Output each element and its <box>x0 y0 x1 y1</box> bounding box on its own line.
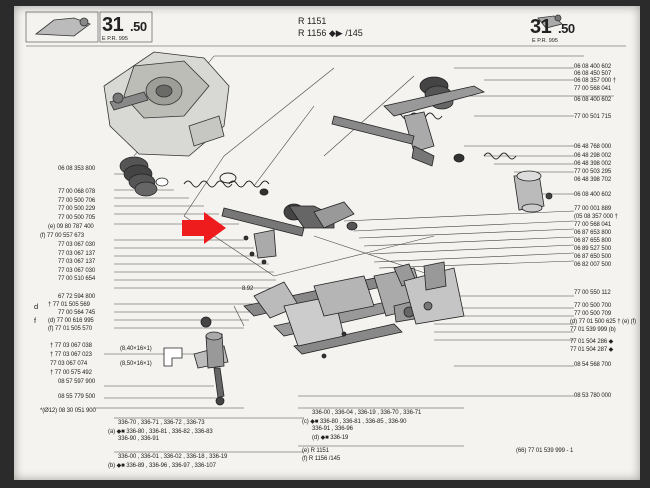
right-part-number: 77 00 568 041 <box>574 86 612 92</box>
right-part-number: (d) 77 01 500 625 † (e) (f) <box>570 319 637 325</box>
right-part-number: 77 01 539 999 (b) <box>570 327 616 333</box>
applicability-row: 336-00 , 336-01 , 336-02 , 336-18 , 336-… <box>118 454 228 460</box>
left-part-number: 77 03 067 030 <box>58 268 96 274</box>
left-part-number: (d) 77 00 616 995 <box>48 318 94 324</box>
applicability-row: (a) ◆■ 336-80 , 336-81 , 336-82 , 336-83 <box>108 429 213 435</box>
edition-left: E P.R. 995 <box>102 36 128 42</box>
right-part-number: 06 08 450 507 <box>574 71 612 77</box>
applicability-row: 336-91 , 336-96 <box>312 426 353 432</box>
applicability-row: (f) R 1156 /145 <box>302 456 341 462</box>
applicability-row: 336-00 , 336-04 , 336-19 , 336-70 , 336-… <box>312 410 422 416</box>
left-side-marker: f <box>34 316 37 325</box>
left-part-number: 77 00 510 654 <box>58 276 96 282</box>
left-part-number: 67 72 594 800 <box>58 294 96 300</box>
right-part-number: 06 48 398 702 <box>574 177 612 183</box>
model-line-2: R 1156 ◆▶ /145 <box>298 28 363 38</box>
right-part-number: 06 08 400 602 <box>574 64 612 70</box>
right-part-number: 77 00 550 112 <box>574 290 611 296</box>
edition-right: E P.R. 995 <box>532 38 558 44</box>
right-part-number: 06 82 007 500 <box>574 262 612 268</box>
right-part-number: 06 08 357 000 † <box>574 78 616 84</box>
right-part-number: 77 00 568 041 <box>574 222 612 228</box>
left-part-number: 77 03 067 137 <box>58 251 96 257</box>
right-part-number: 06 48 768 000 <box>574 144 612 150</box>
left-part-number: 06 08 353 800 <box>58 166 96 172</box>
dimension-note: (8,50×16×1) <box>120 361 152 367</box>
left-part-number: (f) 77 01 505 570 <box>48 326 93 332</box>
right-part-number: 06 08 400 602 <box>574 97 612 103</box>
model-line-1: R 1151 <box>298 16 327 26</box>
right-part-number: 08 53 780 000 <box>574 393 612 399</box>
page-number-right-dec: .50 <box>558 21 575 36</box>
left-part-number: *(Ø12) 08 30 051 900 <box>40 408 96 414</box>
right-part-number: 06 48 298 002 <box>574 153 612 159</box>
left-part-number: † 77 03 067 023 <box>50 352 92 358</box>
right-part-number: 77 00 500 700 <box>574 303 612 309</box>
right-part-number: (05 08 357 000 † <box>574 214 618 220</box>
right-part-number: 77 00 501 715 <box>574 114 612 120</box>
left-part-number: (f) 77 00 557 673 <box>40 233 85 239</box>
right-part-number: 77 00 001 889 <box>574 206 612 212</box>
applicability-row: (c) ◆■ 336-80 , 336-81 , 336-85 , 336-90 <box>302 419 407 425</box>
left-part-number: 77 03 067 137 <box>58 259 96 265</box>
catalog-page: 31 .50 E P.R. 995 R 1151 R 1156 ◆▶ /145 … <box>14 6 640 480</box>
left-part-number: 08 57 597 900 <box>58 379 96 385</box>
right-part-number: 06 87 650 500 <box>574 254 612 260</box>
right-part-number: 06 87 653 800 <box>574 230 612 236</box>
right-part-number: 77 01 504 286 ◆ <box>570 339 614 345</box>
right-part-number: 06 08 400 602 <box>574 192 612 198</box>
left-part-number: 77 00 564 745 <box>58 310 96 316</box>
left-part-number: 77 00 500 706 <box>58 198 96 204</box>
page-number-right: 31 <box>530 16 552 38</box>
footer-reference: (66) 77 01 539 999 - 1 <box>516 448 574 454</box>
right-part-number: 77 00 500 709 <box>574 311 612 317</box>
red-pointer-arrow <box>182 212 226 244</box>
dimension-note: 8.92 <box>242 286 254 292</box>
left-part-number: 77 03 067 074 <box>50 361 88 367</box>
left-part-number: † 77 00 575 492 <box>50 370 92 376</box>
left-part-number: 77 00 500 705 <box>58 215 96 221</box>
applicability-row: 336-90 , 336-91 <box>118 436 159 442</box>
right-part-number: 06 48 398 002 <box>574 161 612 167</box>
left-part-number: 08 55 779 500 <box>58 394 96 400</box>
left-part-number: 77 00 500 229 <box>58 206 96 212</box>
applicability-row: (d) ◆■ 336-19 <box>312 435 349 441</box>
page-number-left-dec: .50 <box>130 19 147 34</box>
left-part-number: 77 03 067 030 <box>58 242 96 248</box>
left-part-number: 77 00 068 078 <box>58 189 96 195</box>
right-part-number: 08 54 568 700 <box>574 362 612 368</box>
left-side-marker: d <box>34 302 39 311</box>
applicability-row: (b) ◆■ 336-89 , 336-96 , 336-97 , 336-10… <box>108 463 216 469</box>
applicability-row: 336-70 , 336-71 , 336-72 , 336-73 <box>118 420 205 426</box>
left-part-number: (e) 09 80 787 400 <box>48 224 94 230</box>
applicability-row: (e) R 1151 <box>302 448 329 454</box>
dimension-note: (8,40×16×1) <box>120 346 152 352</box>
right-part-number: 77 00 503 295 <box>574 169 612 175</box>
left-part-number: † 77 01 505 569 <box>48 302 90 308</box>
page-number-left: 31 <box>102 14 124 36</box>
right-part-number: 06 87 655 800 <box>574 238 612 244</box>
left-part-number: † 77 03 067 038 <box>50 343 92 349</box>
right-part-number: 06 89 527 500 <box>574 246 612 252</box>
right-part-number: 77 01 504 287 ◆ <box>570 347 614 353</box>
exploded-view-drawing <box>25 11 626 453</box>
